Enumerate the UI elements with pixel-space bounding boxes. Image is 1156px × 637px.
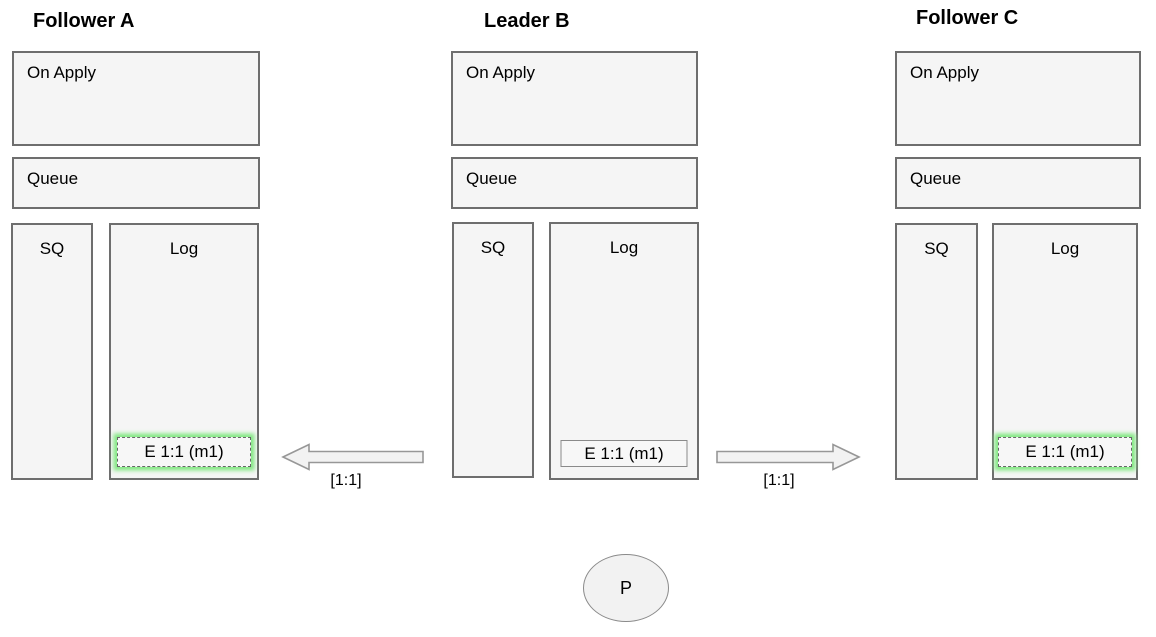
queue-box-follower-a: Queue xyxy=(12,157,260,209)
log-box-follower-a: Log E 1:1 (m1) xyxy=(109,223,259,480)
log-entry-follower-a: E 1:1 (m1) xyxy=(117,437,251,467)
log-entry-leader-b: E 1:1 (m1) xyxy=(560,440,688,467)
sq-label: SQ xyxy=(480,238,506,257)
log-label: Log xyxy=(609,238,639,257)
node-title-leader-b: Leader B xyxy=(484,10,570,32)
on-apply-label: On Apply xyxy=(27,63,96,82)
log-entry-follower-c: E 1:1 (m1) xyxy=(998,437,1132,467)
on-apply-box-leader-b: On Apply xyxy=(451,51,698,146)
log-label: Log xyxy=(1050,239,1080,258)
queue-box-leader-b: Queue xyxy=(451,157,698,209)
log-label: Log xyxy=(169,239,199,258)
arrow-label-left: [1:1] xyxy=(330,472,362,489)
log-box-leader-b: Log E 1:1 (m1) xyxy=(549,222,699,480)
sq-label: SQ xyxy=(39,239,65,258)
queue-label: Queue xyxy=(27,169,79,188)
queue-label: Queue xyxy=(910,169,962,188)
node-title-follower-c: Follower C xyxy=(916,7,1019,29)
sq-box-follower-a: SQ xyxy=(11,223,93,480)
log-box-follower-c: Log E 1:1 (m1) xyxy=(992,223,1138,480)
sq-box-leader-b: SQ xyxy=(452,222,534,478)
proposer-label: P xyxy=(619,577,632,598)
on-apply-label: On Apply xyxy=(466,63,535,82)
node-title-follower-a: Follower A xyxy=(33,10,135,32)
queue-label: Queue xyxy=(466,169,518,188)
on-apply-box-follower-c: On Apply xyxy=(895,51,1141,146)
sq-box-follower-c: SQ xyxy=(895,223,978,480)
queue-box-follower-c: Queue xyxy=(895,157,1141,209)
on-apply-box-follower-a: On Apply xyxy=(12,51,260,146)
sq-label: SQ xyxy=(924,239,949,258)
on-apply-label: On Apply xyxy=(910,63,979,82)
arrow-label-right: [1:1] xyxy=(763,472,795,489)
replication-arrow-left-icon xyxy=(281,443,424,471)
proposer-circle: P xyxy=(583,554,669,622)
replication-arrow-right-icon xyxy=(716,443,861,471)
